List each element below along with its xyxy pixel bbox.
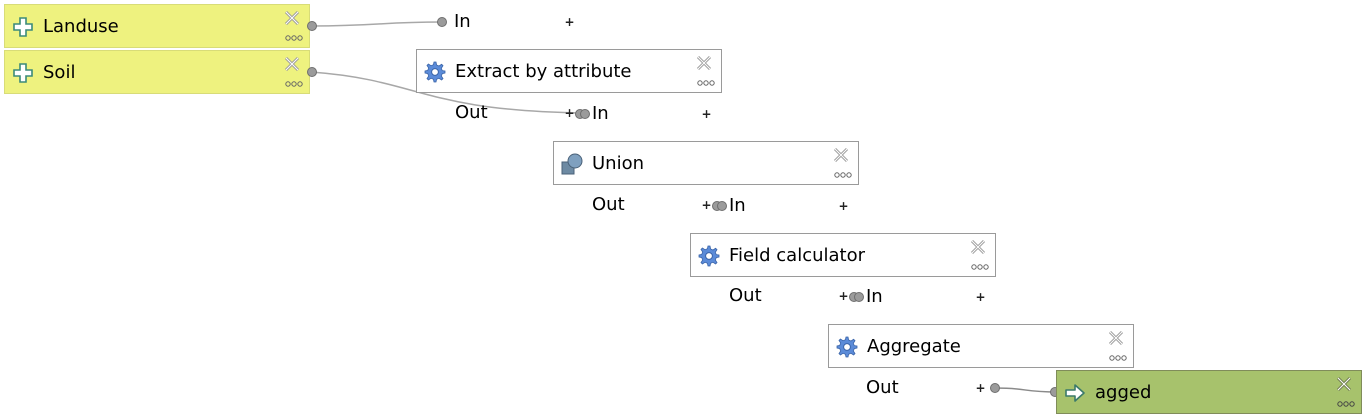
gear-icon	[424, 61, 446, 83]
input-port-dot[interactable]	[580, 109, 590, 119]
expand-outputs-button[interactable]: +	[838, 289, 849, 303]
output-port-label: Out	[866, 377, 899, 398]
close-icon[interactable]	[284, 10, 300, 26]
more-options-icon[interactable]	[285, 35, 303, 41]
close-icon[interactable]	[284, 56, 300, 72]
output-port-label: Out	[592, 194, 625, 215]
expand-inputs-button[interactable]: +	[564, 15, 575, 29]
input-port-dot[interactable]	[854, 292, 864, 302]
expand-inputs-button[interactable]: +	[701, 107, 712, 121]
plus-icon	[13, 17, 33, 37]
input-port-label: In	[866, 286, 883, 307]
input-node-landuse[interactable]: Landuse	[4, 4, 310, 48]
algorithm-node-field-calculator[interactable]: Field calculator	[690, 233, 996, 277]
shapes-icon	[561, 153, 583, 175]
wire-landuse-to-extract	[310, 21, 443, 27]
wire-aggregate-to-output	[994, 387, 1059, 393]
algorithm-node-label: Extract by attribute	[455, 61, 632, 82]
expand-outputs-button[interactable]: +	[564, 106, 575, 120]
output-node-label: agged	[1095, 382, 1152, 403]
close-icon[interactable]	[833, 147, 849, 163]
input-port-dot[interactable]	[717, 201, 727, 211]
input-port-dot[interactable]	[437, 17, 447, 27]
algorithm-node-extract-by-attribute[interactable]: Extract by attribute	[416, 49, 722, 93]
more-options-icon[interactable]	[285, 81, 303, 87]
close-icon[interactable]	[1108, 330, 1124, 346]
more-options-icon[interactable]	[1109, 355, 1127, 361]
input-port-label: In	[454, 11, 471, 32]
expand-outputs-button[interactable]: +	[975, 381, 986, 395]
more-options-icon[interactable]	[834, 172, 852, 178]
plus-icon	[13, 63, 33, 83]
output-port-dot[interactable]	[307, 21, 317, 31]
input-node-label: Soil	[43, 62, 76, 83]
output-port-dot[interactable]	[307, 67, 317, 77]
close-icon[interactable]	[696, 55, 712, 71]
algorithm-node-label: Union	[592, 153, 645, 174]
algorithm-node-label: Aggregate	[867, 336, 961, 357]
algorithm-node-label: Field calculator	[729, 245, 866, 266]
more-options-icon[interactable]	[697, 80, 715, 86]
output-port-dot[interactable]	[990, 383, 1000, 393]
close-icon[interactable]	[970, 239, 986, 255]
gear-icon	[836, 336, 858, 358]
more-options-icon[interactable]	[971, 264, 989, 270]
expand-outputs-button[interactable]: +	[701, 198, 712, 212]
algorithm-node-union[interactable]: Union	[553, 141, 859, 185]
input-node-soil[interactable]: Soil	[4, 50, 310, 94]
expand-inputs-button[interactable]: +	[838, 199, 849, 213]
output-port-label: Out	[729, 285, 762, 306]
output-arrow-icon	[1065, 384, 1085, 402]
algorithm-node-aggregate[interactable]: Aggregate	[828, 324, 1134, 368]
gear-icon	[698, 245, 720, 267]
input-node-label: Landuse	[43, 16, 119, 37]
output-port-label: Out	[455, 102, 488, 123]
expand-inputs-button[interactable]: +	[975, 290, 986, 304]
input-port-label: In	[729, 195, 746, 216]
more-options-icon[interactable]	[1337, 401, 1355, 407]
close-icon[interactable]	[1336, 376, 1352, 392]
input-port-label: In	[592, 103, 609, 124]
output-node-agged[interactable]: agged	[1056, 370, 1362, 414]
